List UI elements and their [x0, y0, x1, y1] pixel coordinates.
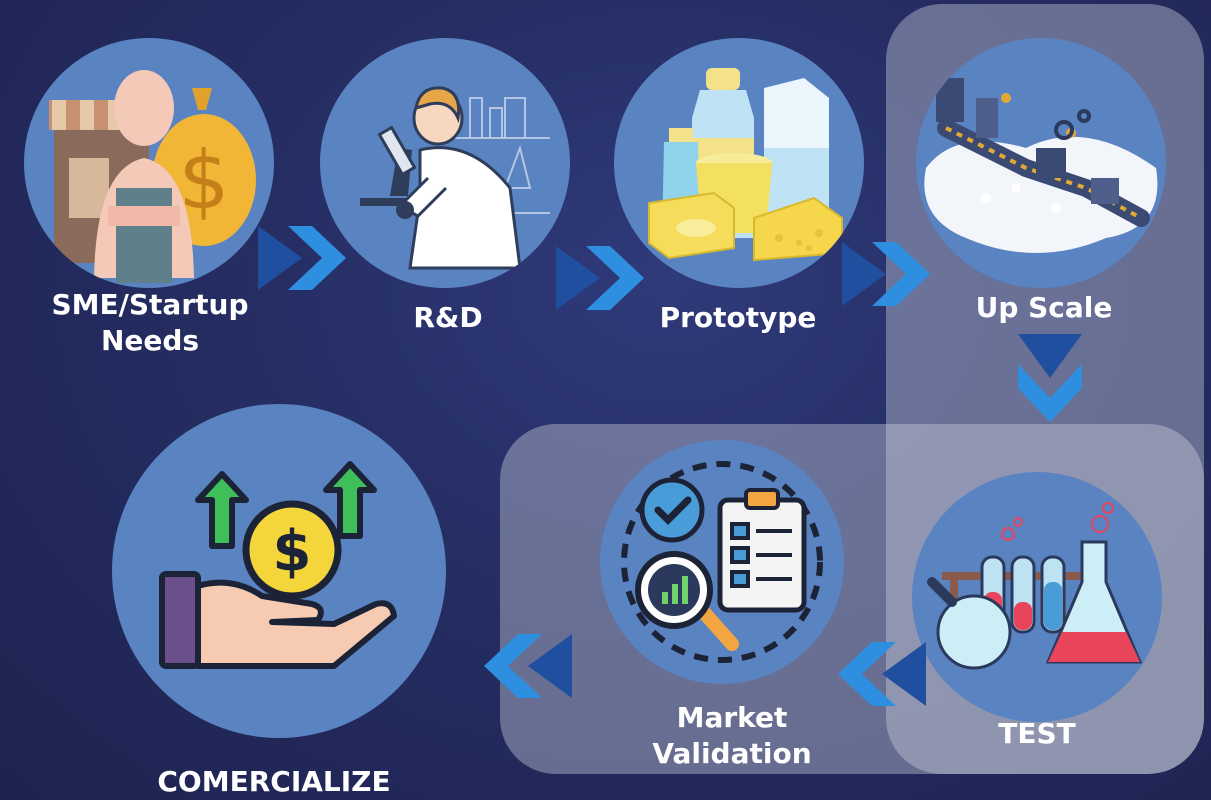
dairy-products-icon	[648, 68, 843, 262]
scientist-microscope-icon	[360, 86, 550, 270]
chevron-right-icon	[842, 242, 930, 306]
step-label-sme-needs: SME/Startup Needs	[51, 288, 249, 357]
chevron-left-icon	[838, 642, 926, 706]
step-label-commercialize: COMERCIALIZE	[157, 765, 391, 798]
step-label-upscale: Up Scale	[975, 291, 1113, 324]
rnd-circle	[320, 38, 570, 288]
step-label-prototype: Prototype	[659, 301, 817, 334]
hand-coin-growth-icon: $	[159, 461, 397, 669]
svg-text:$: $	[273, 519, 312, 584]
upscale-circle	[916, 38, 1166, 288]
svg-text:$: $	[179, 134, 230, 227]
prototype-circle	[614, 38, 864, 288]
commercialize-circle: $	[112, 404, 446, 738]
test-circle	[912, 472, 1162, 722]
factory-conveyor-icon	[924, 78, 1158, 253]
step-label-rnd: R&D	[413, 301, 483, 334]
chevron-left-icon	[484, 634, 572, 698]
market-validation-circle	[600, 440, 844, 684]
shop-owner-icon: $	[49, 70, 256, 283]
step-label-test: TEST	[998, 717, 1076, 750]
chevron-right-icon	[258, 226, 346, 290]
checklist-analytics-icon	[621, 461, 823, 663]
sme-needs-circle: $	[24, 38, 274, 288]
test-tubes-flask-icon	[927, 502, 1143, 670]
step-label-market-validation: Market Validation	[652, 701, 812, 770]
chevron-down-icon	[1018, 334, 1082, 422]
chevron-right-icon	[556, 246, 644, 310]
